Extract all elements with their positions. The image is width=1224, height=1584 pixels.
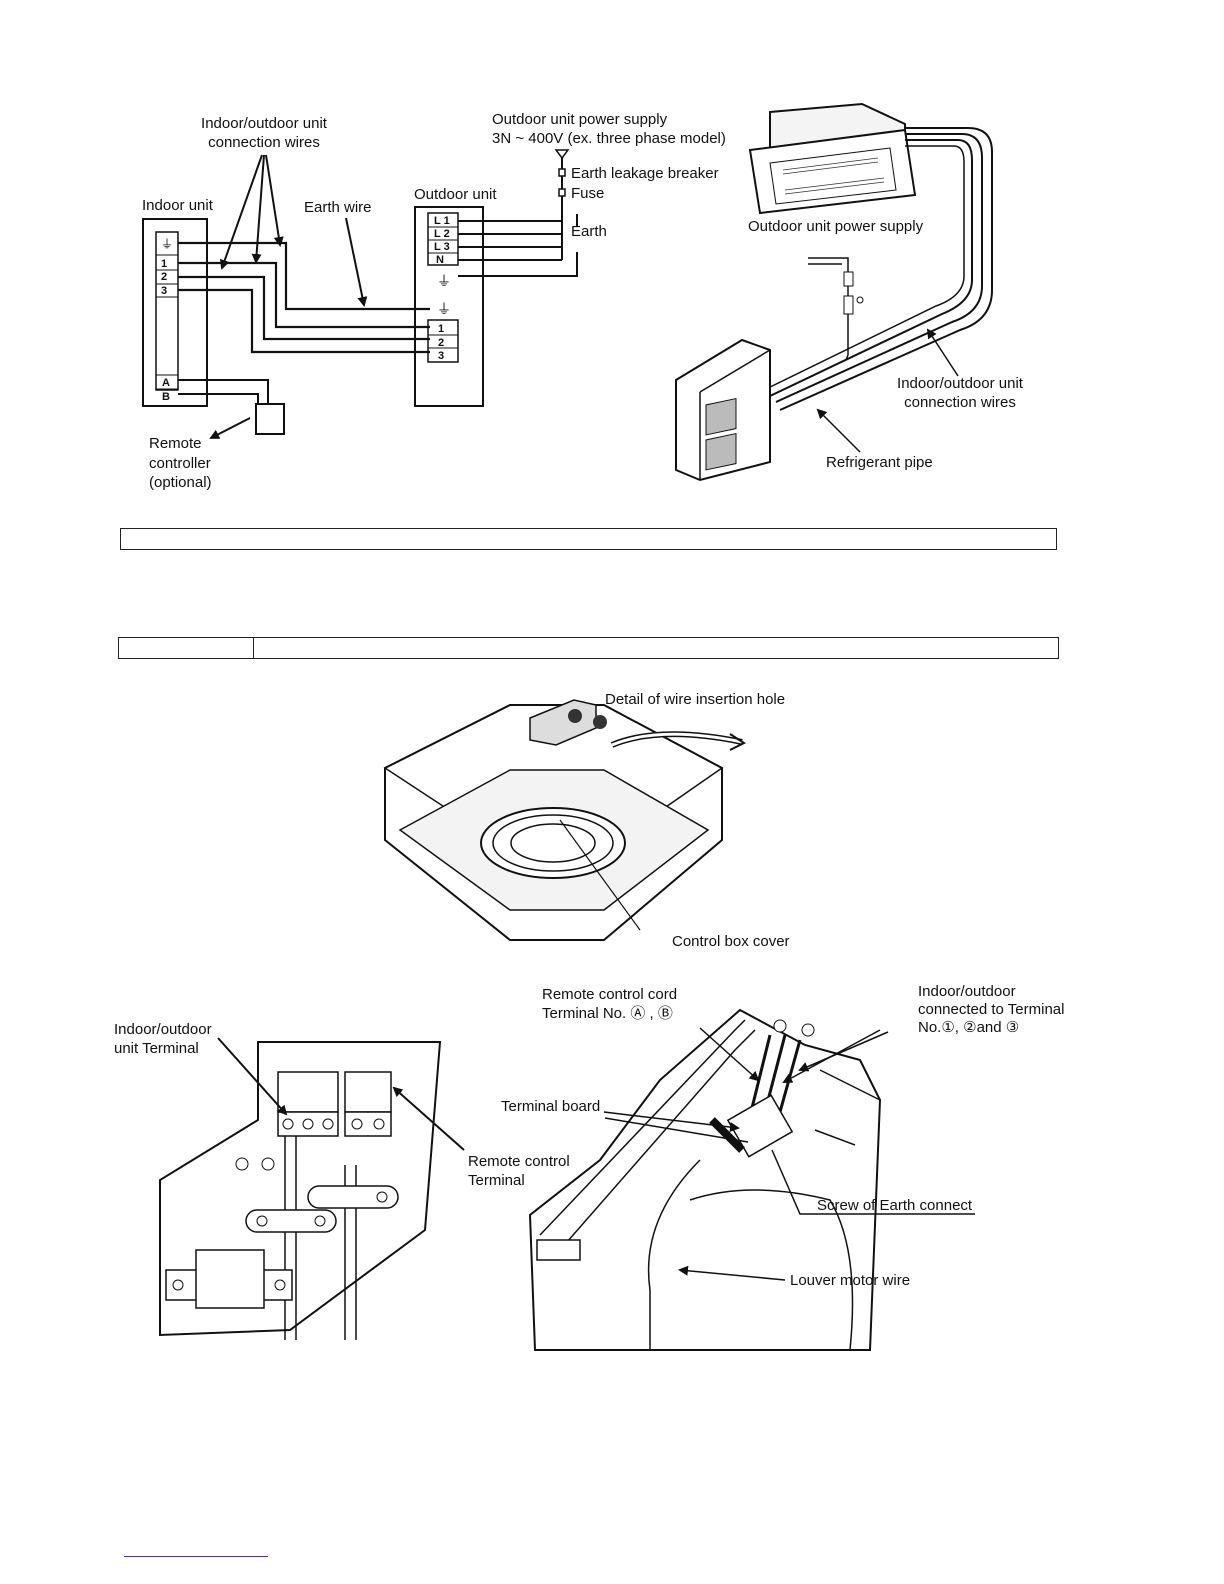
outdoor-power-label-1: Outdoor unit power supply bbox=[492, 111, 668, 128]
outdoor-unit-box bbox=[414, 206, 484, 407]
caption-box-2 bbox=[118, 637, 1059, 659]
indoor-terminal-2: 2 bbox=[161, 271, 167, 283]
remote-controller-box bbox=[255, 403, 285, 435]
caption-box-divider bbox=[253, 638, 254, 658]
earth-screw-label: Screw of Earth connect bbox=[817, 1197, 973, 1214]
caption-box-1 bbox=[120, 528, 1057, 550]
indoor-terminal-3: 3 bbox=[161, 285, 167, 297]
wiring-schematic: Indoor/outdoor unit connection wires Ind… bbox=[142, 111, 726, 491]
detail-hole-label: Detail of wire insertion hole bbox=[605, 691, 785, 708]
indoor-earth-icon: ⏚ bbox=[161, 237, 173, 251]
terminal-board-label: Terminal board bbox=[501, 1098, 600, 1115]
earth-leakage-label: Earth leakage breaker bbox=[571, 165, 719, 182]
fuse-label: Fuse bbox=[571, 185, 604, 202]
outdoor-terminal-1: 1 bbox=[438, 323, 444, 335]
board-detail: Remote control cord Terminal No. Ⓐ , Ⓑ I… bbox=[501, 983, 1064, 1351]
outdoor-terminal-2: 2 bbox=[438, 337, 444, 349]
outdoor-terminal-n: N bbox=[436, 254, 444, 266]
terminal-detail: Indoor/outdoor unit Terminal Remote cont… bbox=[114, 1021, 570, 1340]
install-power-label: Outdoor unit power supply bbox=[748, 218, 924, 235]
remote-terminal-block bbox=[344, 1071, 392, 1113]
remote-cord-label-2: Terminal No. Ⓐ , Ⓑ bbox=[542, 1005, 673, 1022]
remote-cord-label-1: Remote control cord bbox=[542, 986, 677, 1003]
outdoor-earth-icon-1: ⏚ bbox=[437, 273, 451, 289]
outdoor-terminal-l1: L 1 bbox=[434, 215, 450, 227]
connected-label-1: Indoor/outdoor bbox=[918, 983, 1016, 1000]
remote-terminal-b: B bbox=[162, 391, 170, 403]
remote-terminal-label-1: Remote control bbox=[468, 1153, 570, 1170]
outdoor-earth-icon-2: ⏚ bbox=[437, 301, 451, 317]
outdoor-unit-label: Outdoor unit bbox=[414, 186, 497, 203]
installation-pictorial: Outdoor unit power supply Indoor/outdoor… bbox=[675, 102, 1024, 482]
refrigerant-label: Refrigerant pipe bbox=[826, 454, 933, 471]
indoor-terminal-block bbox=[277, 1071, 339, 1113]
remote-terminal-label-2: Terminal bbox=[468, 1172, 525, 1189]
install-wires-label-1: Indoor/outdoor unit bbox=[897, 375, 1024, 392]
wires-label-1: Indoor/outdoor unit bbox=[201, 115, 328, 132]
connected-label-3: No.①, ②and ③ bbox=[918, 1019, 1019, 1036]
remote-terminal-a: A bbox=[162, 377, 170, 389]
indoor-unit-label: Indoor unit bbox=[142, 197, 214, 214]
install-wires-label-2: connection wires bbox=[904, 394, 1016, 411]
cassette-unit: Detail of wire insertion hole Control bo… bbox=[383, 691, 790, 950]
control-box-label: Control box cover bbox=[672, 933, 790, 950]
remote-label-1: Remote bbox=[149, 435, 202, 452]
wires-label-2: connection wires bbox=[208, 134, 320, 151]
remote-label-3: (optional) bbox=[149, 474, 212, 491]
connected-label-2: connected to Terminal bbox=[918, 1001, 1064, 1018]
outdoor-terminal-l2: L 2 bbox=[434, 228, 450, 240]
indoor-terminal-label-1: Indoor/outdoor bbox=[114, 1021, 212, 1038]
footer-link-line bbox=[124, 1556, 268, 1557]
earth-label: Earth bbox=[571, 223, 607, 240]
outdoor-terminal-l3: L 3 bbox=[434, 241, 450, 253]
outdoor-power-label-2: 3N ~ 400V (ex. three phase model) bbox=[492, 130, 726, 147]
louver-label: Louver motor wire bbox=[790, 1272, 910, 1289]
outdoor-terminal-3: 3 bbox=[438, 350, 444, 362]
remote-label-2: controller bbox=[149, 455, 211, 472]
indoor-terminal-label-2: unit Terminal bbox=[114, 1040, 199, 1057]
earth-wire-label: Earth wire bbox=[304, 199, 372, 216]
indoor-unit-box bbox=[142, 218, 208, 407]
indoor-terminal-1: 1 bbox=[161, 258, 167, 270]
